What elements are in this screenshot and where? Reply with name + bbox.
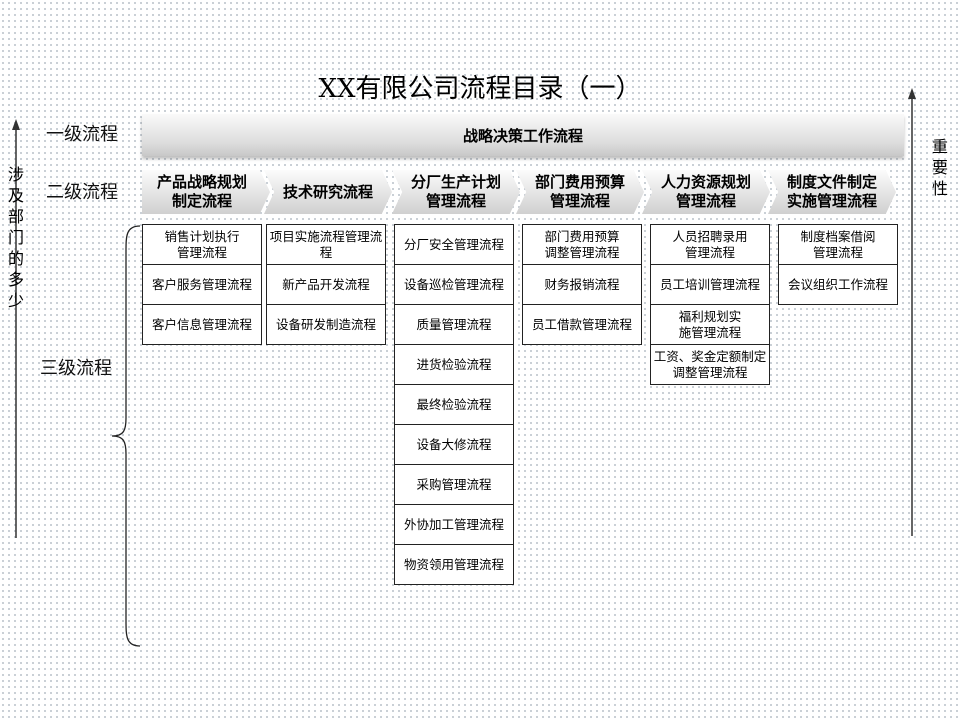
level3-process-label: 设备大修流程 <box>416 436 492 452</box>
level3-process-label: 人员招聘录用 管理流程 <box>672 228 748 260</box>
level2-process-label: 部门费用预算 管理流程 <box>534 173 625 210</box>
level3-process-label: 部门费用预算 调整管理流程 <box>544 228 620 260</box>
level3-process-label: 设备巡检管理流程 <box>403 276 504 292</box>
level3-process-label: 最终检验流程 <box>416 396 492 412</box>
level3-process-label: 销售计划执行 管理流程 <box>164 228 240 260</box>
level3-process-box[interactable]: 设备巡检管理流程 <box>394 264 514 305</box>
level3-process-label: 进货检验流程 <box>416 356 492 372</box>
level3-process-box[interactable]: 客户信息管理流程 <box>142 304 262 345</box>
level1-label: 一级流程 <box>46 124 118 145</box>
level2-process-label: 技术研究流程 <box>282 182 373 201</box>
level3-process-label: 外协加工管理流程 <box>403 516 504 532</box>
level3-process-label: 分厂安全管理流程 <box>403 236 504 252</box>
level3-process-box[interactable]: 财务报销流程 <box>522 264 642 305</box>
level2-process-5[interactable]: 人力资源规划 管理流程 <box>642 170 770 214</box>
level3-process-box[interactable]: 福利规划实 施管理流程 <box>650 304 770 345</box>
level3-process-box[interactable]: 新产品开发流程 <box>266 264 386 305</box>
level3-process-box[interactable]: 项目实施流程管理流程 <box>266 224 386 265</box>
right-axis-label: 重要性 <box>931 137 948 198</box>
level3-process-label: 项目实施流程管理流程 <box>269 228 383 260</box>
level2-process-2[interactable]: 技术研究流程 <box>264 170 392 214</box>
level3-process-label: 会议组织工作流程 <box>787 276 888 292</box>
level3-process-box[interactable]: 客户服务管理流程 <box>142 264 262 305</box>
level2-process-1[interactable]: 产品战略规划 制定流程 <box>142 170 270 214</box>
level3-process-box[interactable]: 设备研发制造流程 <box>266 304 386 345</box>
level2-process-4[interactable]: 部门费用预算 管理流程 <box>516 170 644 214</box>
level3-process-label: 客户信息管理流程 <box>151 316 252 332</box>
level2-process-label: 产品战略规划 制定流程 <box>156 173 247 210</box>
level3-process-label: 员工借款管理流程 <box>531 316 632 332</box>
level3-process-box[interactable]: 销售计划执行 管理流程 <box>142 224 262 265</box>
level3-process-label: 员工培训管理流程 <box>659 276 760 292</box>
level2-process-label: 分厂生产计划 管理流程 <box>410 173 501 210</box>
level3-process-box[interactable]: 质量管理流程 <box>394 304 514 345</box>
level3-process-box[interactable]: 物资领用管理流程 <box>394 544 514 585</box>
level3-process-label: 物资领用管理流程 <box>403 556 504 572</box>
level3-process-box[interactable]: 制度档案借阅 管理流程 <box>778 224 898 265</box>
level3-process-label: 制度档案借阅 管理流程 <box>800 228 876 260</box>
level3-process-box[interactable]: 员工培训管理流程 <box>650 264 770 305</box>
level2-process-label: 人力资源规划 管理流程 <box>660 173 751 210</box>
level3-label: 三级流程 <box>40 358 112 379</box>
level3-process-label: 新产品开发流程 <box>282 276 370 292</box>
left-axis-label: 涉及部门的多少 <box>7 165 24 310</box>
level3-process-box[interactable]: 分厂安全管理流程 <box>394 224 514 265</box>
level3-process-label: 采购管理流程 <box>416 476 492 492</box>
level3-process-box[interactable]: 员工借款管理流程 <box>522 304 642 345</box>
level3-process-box[interactable]: 人员招聘录用 管理流程 <box>650 224 770 265</box>
level2-process-3[interactable]: 分厂生产计划 管理流程 <box>392 170 520 214</box>
level3-process-label: 设备研发制造流程 <box>275 316 376 332</box>
page-title: XX有限公司流程目录（一） <box>318 74 642 104</box>
level1-process-bar[interactable]: 战略决策工作流程 <box>142 114 904 156</box>
level2-label: 二级流程 <box>46 182 118 203</box>
level3-process-box[interactable]: 部门费用预算 调整管理流程 <box>522 224 642 265</box>
level2-process-label: 制度文件制定 实施管理流程 <box>786 173 877 210</box>
level3-process-box[interactable]: 工资、奖金定额制定 调整管理流程 <box>650 344 770 385</box>
level3-process-label: 质量管理流程 <box>416 316 492 332</box>
level3-process-box[interactable]: 外协加工管理流程 <box>394 504 514 545</box>
level3-process-box[interactable]: 进货检验流程 <box>394 344 514 385</box>
level1-process-label: 战略决策工作流程 <box>462 126 583 145</box>
level3-process-box[interactable]: 采购管理流程 <box>394 464 514 505</box>
level3-process-label: 工资、奖金定额制定 调整管理流程 <box>653 348 767 380</box>
level2-process-6[interactable]: 制度文件制定 实施管理流程 <box>768 170 896 214</box>
level3-process-box[interactable]: 设备大修流程 <box>394 424 514 465</box>
level3-process-label: 客户服务管理流程 <box>151 276 252 292</box>
level3-process-label: 财务报销流程 <box>544 276 620 292</box>
level3-process-box[interactable]: 最终检验流程 <box>394 384 514 425</box>
level3-process-box[interactable]: 会议组织工作流程 <box>778 264 898 305</box>
level3-process-label: 福利规划实 施管理流程 <box>678 308 742 340</box>
